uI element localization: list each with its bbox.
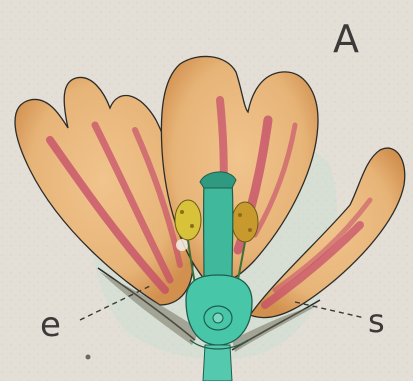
pollen-speck [180,210,184,214]
paper-dot [86,355,91,360]
pollen-speck [248,228,252,232]
pedicel [203,345,232,381]
pollen-speck [238,213,242,217]
label-s: s [368,302,385,340]
panel-label: A [333,17,359,61]
pollen-white [176,239,188,251]
ovule [213,313,223,323]
pistil-style [204,180,233,282]
pistil-ovary [186,275,252,345]
anther-right [232,202,258,242]
anther-left [175,200,201,240]
label-e: e [40,305,61,345]
pollen-speck [190,224,194,228]
